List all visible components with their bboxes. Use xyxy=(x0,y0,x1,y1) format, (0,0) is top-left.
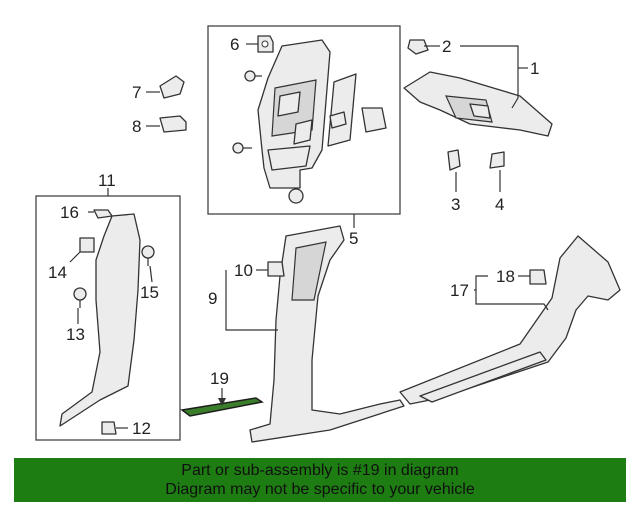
leader-15 xyxy=(149,265,153,283)
callout-15: 15 xyxy=(140,283,159,302)
callout-16: 16 xyxy=(60,203,79,222)
lower-pillar-trim[interactable] xyxy=(59,213,141,427)
assembly-box-5 xyxy=(207,25,401,215)
part-2-clip[interactable] xyxy=(407,39,429,55)
callout-6: 6 xyxy=(230,35,239,54)
upper-pillar-trim[interactable] xyxy=(257,39,331,204)
leader-1 xyxy=(460,45,519,109)
callout-9: 9 xyxy=(208,289,217,308)
part-6-clip[interactable] xyxy=(257,35,274,53)
callout-12: 12 xyxy=(132,419,151,438)
callout-17: 17 xyxy=(450,281,469,300)
screw-lower[interactable] xyxy=(232,142,252,154)
screw-upper[interactable] xyxy=(244,70,262,82)
leader-14 xyxy=(69,251,81,263)
part-8-clip[interactable] xyxy=(159,115,187,133)
callout-13: 13 xyxy=(66,325,85,344)
part-12-clip[interactable] xyxy=(101,421,117,435)
rocker-panel-trim[interactable] xyxy=(399,235,621,405)
part-19-sill-plate[interactable] xyxy=(180,397,264,417)
callout-5: 5 xyxy=(349,229,358,248)
part-14-clip[interactable] xyxy=(79,237,95,253)
callout-3: 3 xyxy=(451,195,460,214)
callout-4: 4 xyxy=(495,195,504,214)
callout-18: 18 xyxy=(496,267,515,286)
banner-line-2: Diagram may not be specific to your vehi… xyxy=(165,481,475,498)
callout-11: 11 xyxy=(98,171,116,190)
callout-10: 10 xyxy=(234,261,253,280)
part-1-upper-trim[interactable] xyxy=(403,71,553,137)
part-4-clip[interactable] xyxy=(489,151,505,169)
callout-7: 7 xyxy=(132,83,141,102)
leader-17 xyxy=(474,275,549,311)
b-pillar-trim[interactable] xyxy=(249,225,405,443)
part-3-clip[interactable] xyxy=(447,149,461,171)
part-13-screw[interactable] xyxy=(73,287,87,308)
part-7-clip[interactable] xyxy=(159,75,185,99)
callout-2: 2 xyxy=(442,37,451,56)
callout-1: 1 xyxy=(530,59,539,78)
part-10-clip[interactable] xyxy=(267,261,285,277)
callout-8: 8 xyxy=(132,117,141,136)
clip-box-b[interactable] xyxy=(361,107,387,133)
arrow-19 xyxy=(218,398,226,406)
info-banner: Part or sub-assembly is #19 in diagram D… xyxy=(14,458,626,502)
part-18-clip[interactable] xyxy=(529,269,547,285)
parts-diagram: 1 2 3 4 5 6 7 8 9 10 11 12 13 14 15 16 1… xyxy=(35,25,621,443)
leader-9 xyxy=(225,270,278,331)
side-panel-strip[interactable] xyxy=(327,73,357,147)
callout-14: 14 xyxy=(48,263,67,282)
clip-box-a[interactable] xyxy=(329,111,347,129)
part-15-screw[interactable] xyxy=(141,245,155,266)
callout-19: 19 xyxy=(210,369,229,388)
banner-line-1: Part or sub-assembly is #19 in diagram xyxy=(181,462,459,479)
part-16-clip[interactable] xyxy=(93,209,113,219)
